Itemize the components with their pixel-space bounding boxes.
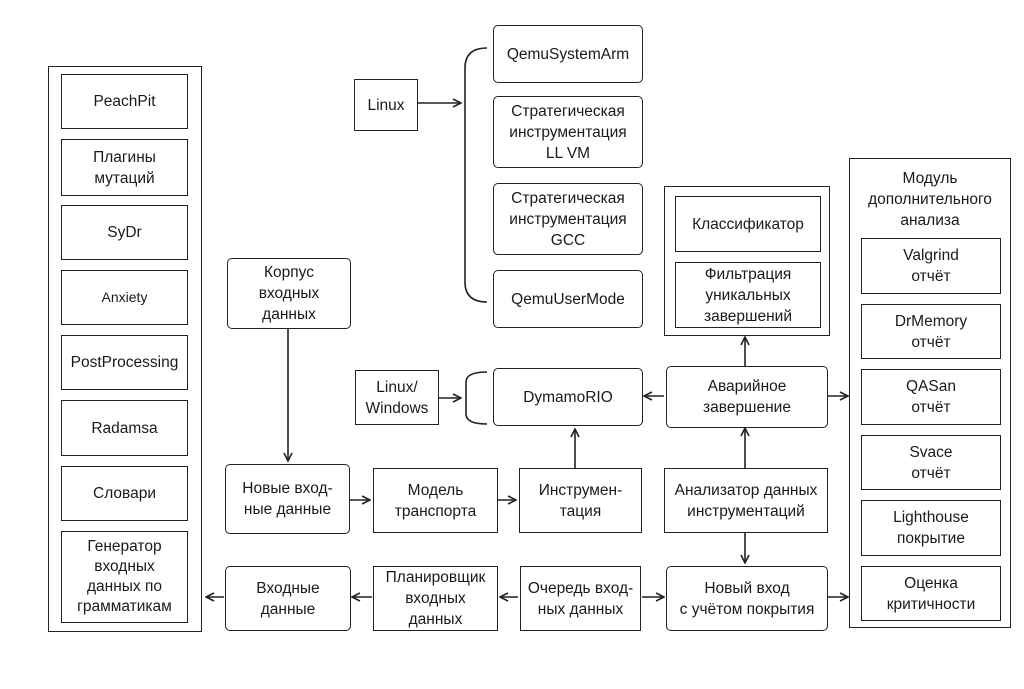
- bracket-dynamorio: [465, 371, 488, 425]
- linux-windows-label: Linux/ Windows: [355, 370, 439, 425]
- valgrind-report-box: Valgrind отчёт: [861, 238, 1001, 294]
- criticality-assessment-box: Оценка критичности: [861, 566, 1001, 621]
- dictionaries-box: Словари: [61, 466, 188, 521]
- transport-model-box: Модель транспорта: [373, 468, 498, 533]
- qemu-system-arm-box: QemuSystemArm: [493, 25, 643, 83]
- classifier-box: Классификатор: [675, 196, 821, 252]
- sydr-box: SyDr: [61, 205, 188, 260]
- analysis-module-title: Модуль дополнительного анализа: [868, 170, 992, 229]
- crash-box: Аварийное завершение: [666, 366, 828, 428]
- gcc-instrumentation-box: Стратегическая инструментация GCC: [493, 183, 643, 255]
- input-data-box: Входные данные: [225, 566, 351, 631]
- analyzer-box: Анализатор данных инструментаций: [664, 468, 828, 533]
- corpus-box: Корпус входных данных: [227, 258, 351, 329]
- anxiety-box: Anxiety: [61, 270, 188, 325]
- postprocessing-box: PostProcessing: [61, 335, 188, 390]
- instrumentation-box: Инструмен- тация: [519, 468, 642, 533]
- llvm-instrumentation-box: Стратегическая инструментация LL VM: [493, 96, 643, 168]
- scheduler-box: Планировщик входных данных: [373, 566, 498, 631]
- input-queue-box: Очередь вход- ных данных: [520, 566, 641, 631]
- dynamorio-box: DymamoRIO: [493, 368, 643, 426]
- left-panel-frame: [48, 66, 202, 632]
- linux-label: Linux: [354, 79, 418, 131]
- radamsa-box: Radamsa: [61, 400, 188, 456]
- new-input-data-box: Новые вход- ные данные: [225, 464, 350, 534]
- qasan-report-box: QASan отчёт: [861, 369, 1001, 425]
- peachpit-box: PeachPit: [61, 74, 188, 129]
- bracket-backends: [464, 47, 488, 303]
- unique-crash-filter-box: Фильтрация уникальных завершений: [675, 262, 821, 328]
- analysis-module-frame: [849, 158, 1011, 628]
- qemu-user-mode-box: QemuUserMode: [493, 270, 643, 328]
- drmemory-report-box: DrMemory отчёт: [861, 304, 1001, 359]
- grammar-generator-box: Генератор входных данных по грамматикам: [61, 531, 188, 623]
- lighthouse-coverage-box: Lighthouse покрытие: [861, 500, 1001, 556]
- svace-report-box: Svace отчёт: [861, 435, 1001, 490]
- new-coverage-input-box: Новый вход с учётом покрытия: [666, 566, 828, 631]
- crash-module-frame: [664, 186, 830, 336]
- mutation-plugins-box: Плагины мутаций: [61, 139, 188, 196]
